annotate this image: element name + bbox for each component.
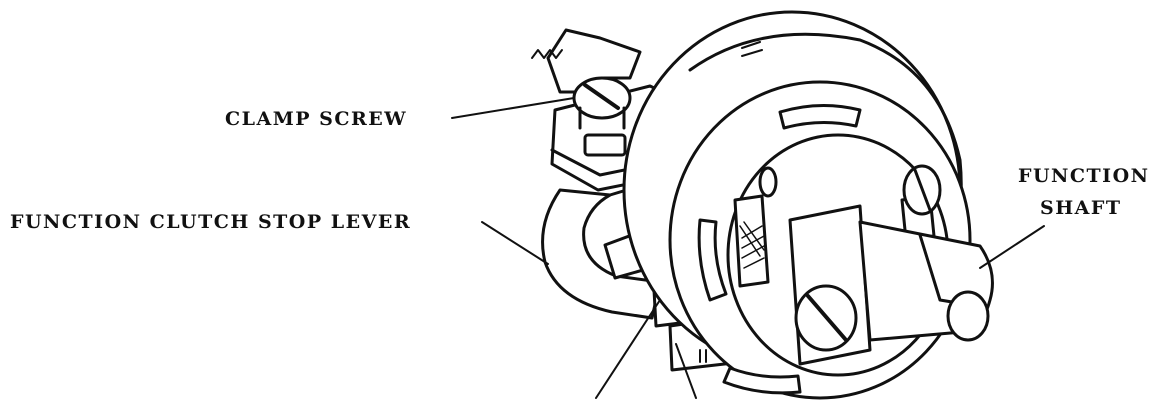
label-function-shaft-line2: SHAFT: [1040, 197, 1122, 219]
torn-plate-tear: [531, 49, 563, 59]
face-slot-bottom: [722, 366, 802, 395]
shoe-hatch: [739, 221, 765, 269]
pivot-screw-slot: [913, 168, 932, 212]
latch-detail: [699, 349, 707, 363]
torn-plate: [546, 28, 642, 94]
leader-function-shaft: [979, 225, 1045, 269]
leader-stop-lever: [481, 221, 549, 265]
label-function-clutch-stop-lever: FUNCTION CLUTCH STOP LEVER: [10, 211, 411, 233]
clutch-shoe: [733, 194, 770, 288]
face-slot-top: [778, 104, 862, 130]
clamp-block-slot: [583, 133, 627, 157]
mechanism-drawing: [531, 10, 994, 400]
shaft-end: [946, 290, 990, 342]
face-hole: [758, 166, 778, 198]
clamp-screw-slot: [583, 83, 620, 110]
face-slot-left: [697, 218, 728, 302]
leader-lines: [451, 97, 1045, 399]
leader-clamp-screw: [451, 97, 575, 119]
leader-latch-right: [675, 343, 697, 399]
label-clamp-screw: CLAMP SCREW: [225, 108, 407, 130]
clamp-screw-shank: [578, 106, 626, 130]
hub-screw-slot: [806, 294, 848, 342]
label-function-shaft-line1: FUNCTION: [1018, 165, 1150, 187]
drum-highlight: [741, 41, 763, 57]
leader-latch-left: [595, 299, 661, 399]
stop-lever: [541, 188, 662, 320]
